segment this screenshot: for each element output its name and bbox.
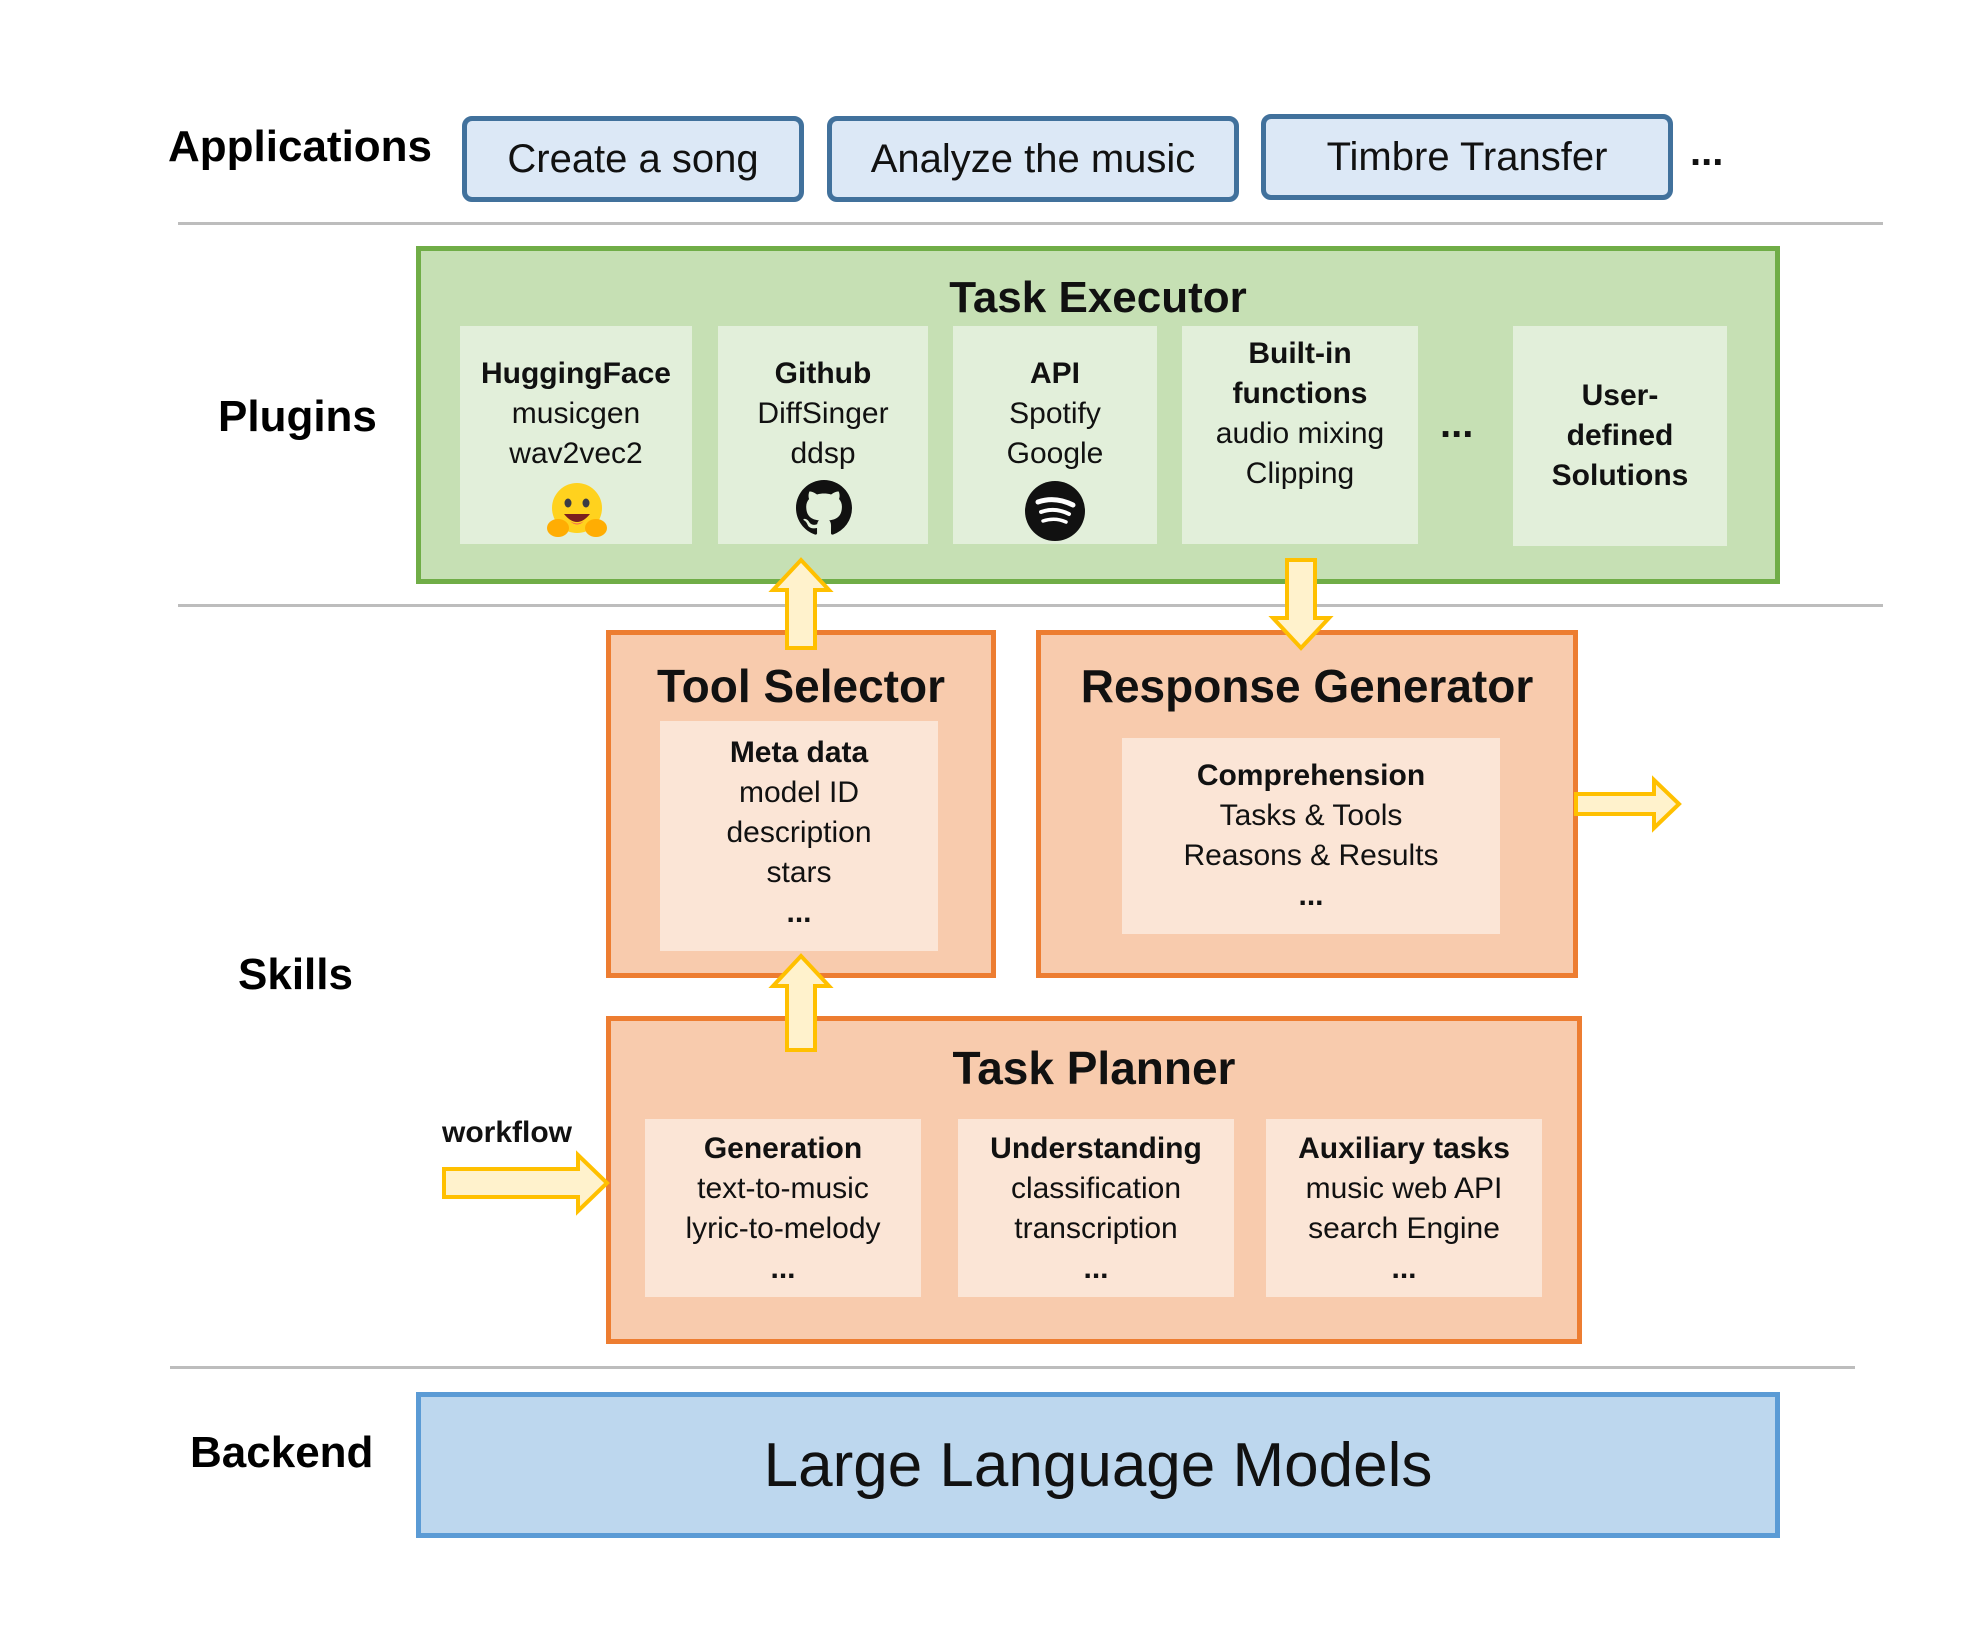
plugin-line: wav2vec2 [509, 437, 643, 470]
task-planner-title: Task Planner [952, 1042, 1236, 1094]
plugin-heading: defined [1566, 419, 1674, 452]
skill-heading: Understanding [990, 1132, 1202, 1165]
plugin-line: musicgen [511, 397, 641, 430]
plugin-card-github: Github DiffSinger ddsp [718, 326, 928, 544]
task-planner-auxiliary-card: Auxiliary tasks music web API search Eng… [1266, 1119, 1542, 1297]
plugin-line: DiffSinger [757, 397, 889, 430]
skill-line: ... [786, 896, 812, 929]
skill-line: Tasks & Tools [1219, 799, 1403, 832]
applications-more: ... [1690, 130, 1724, 174]
skill-heading: Auxiliary tasks [1298, 1132, 1510, 1165]
plugin-heading: Github [774, 357, 872, 390]
layer-label-plugins: Plugins [218, 392, 377, 441]
workflow-label: workflow [442, 1116, 573, 1149]
layer-label-applications: Applications [168, 122, 433, 171]
hugging-face-icon [547, 483, 607, 537]
skill-line: search Engine [1308, 1212, 1500, 1245]
plugin-line: Google [1006, 437, 1104, 470]
plugin-card-user-defined: User- defined Solutions [1513, 326, 1727, 546]
skill-heading: Generation [703, 1132, 863, 1165]
backend-llm-box: Large Language Models [416, 1392, 1780, 1538]
workflow-input-arrow [442, 1150, 610, 1216]
spotify-icon [1025, 481, 1085, 541]
task-planner-generation-card: Generation text-to-music lyric-to-melody… [645, 1119, 921, 1297]
separator-applications-plugins [178, 222, 1883, 225]
plugins-more: ... [1440, 402, 1474, 446]
skill-line: classification [1010, 1172, 1182, 1205]
selector-to-executor-arrow [768, 557, 834, 650]
skill-line: description [726, 816, 872, 849]
skill-line: ... [1083, 1252, 1109, 1285]
plugin-line: ddsp [790, 437, 856, 470]
skill-line: ... [1298, 879, 1324, 912]
skill-line: text-to-music [697, 1172, 869, 1205]
response-generator-title: Response Generator [1080, 660, 1534, 712]
plugin-heading: User- [1581, 379, 1659, 412]
tool-selector-metadata-card: Meta data model ID description stars ... [660, 721, 938, 951]
skill-line: Reasons & Results [1183, 839, 1439, 872]
plugin-card-huggingface: HuggingFace musicgen wav2vec2 [460, 326, 692, 544]
plugin-heading: API [1029, 357, 1080, 390]
github-icon [796, 480, 852, 535]
skill-line: music web API [1305, 1172, 1503, 1205]
layer-label-backend: Backend [190, 1428, 374, 1477]
app-analyze-music-button[interactable]: Analyze the music [827, 116, 1239, 202]
skill-line: model ID [738, 776, 860, 809]
plugin-card-builtin: Built-in functions audio mixing Clipping [1182, 326, 1418, 544]
app-timbre-transfer-button[interactable]: Timbre Transfer [1261, 114, 1673, 200]
plugin-heading: HuggingFace [480, 357, 671, 390]
plugin-line: Clipping [1245, 457, 1355, 490]
skill-line: stars [766, 856, 832, 889]
skill-heading: Meta data [729, 736, 869, 769]
plugin-heading: functions [1232, 377, 1368, 410]
separator-plugins-skills [178, 604, 1883, 607]
app-create-song-button[interactable]: Create a song [462, 116, 804, 202]
generator-output-arrow [1574, 775, 1682, 833]
skill-line: transcription [1014, 1212, 1178, 1245]
skill-line: lyric-to-melody [685, 1212, 881, 1245]
tool-selector-title: Tool Selector [657, 660, 945, 712]
separator-skills-backend [170, 1366, 1855, 1369]
executor-to-generator-arrow [1268, 558, 1334, 651]
response-generator-comprehension-card: Comprehension Tasks & Tools Reasons & Re… [1122, 738, 1500, 934]
task-executor-title: Task Executor [949, 273, 1247, 322]
plugin-line: audio mixing [1215, 417, 1385, 450]
plugin-heading: Built-in [1248, 337, 1352, 370]
plugin-heading: Solutions [1551, 459, 1689, 492]
skill-line: ... [1391, 1252, 1417, 1285]
plugin-line: Spotify [1009, 397, 1101, 430]
layer-label-skills: Skills [238, 950, 353, 999]
skill-line: ... [770, 1252, 796, 1285]
skill-heading: Comprehension [1196, 759, 1426, 792]
task-planner-understanding-card: Understanding classification transcripti… [958, 1119, 1234, 1297]
planner-to-selector-arrow [768, 953, 834, 1052]
